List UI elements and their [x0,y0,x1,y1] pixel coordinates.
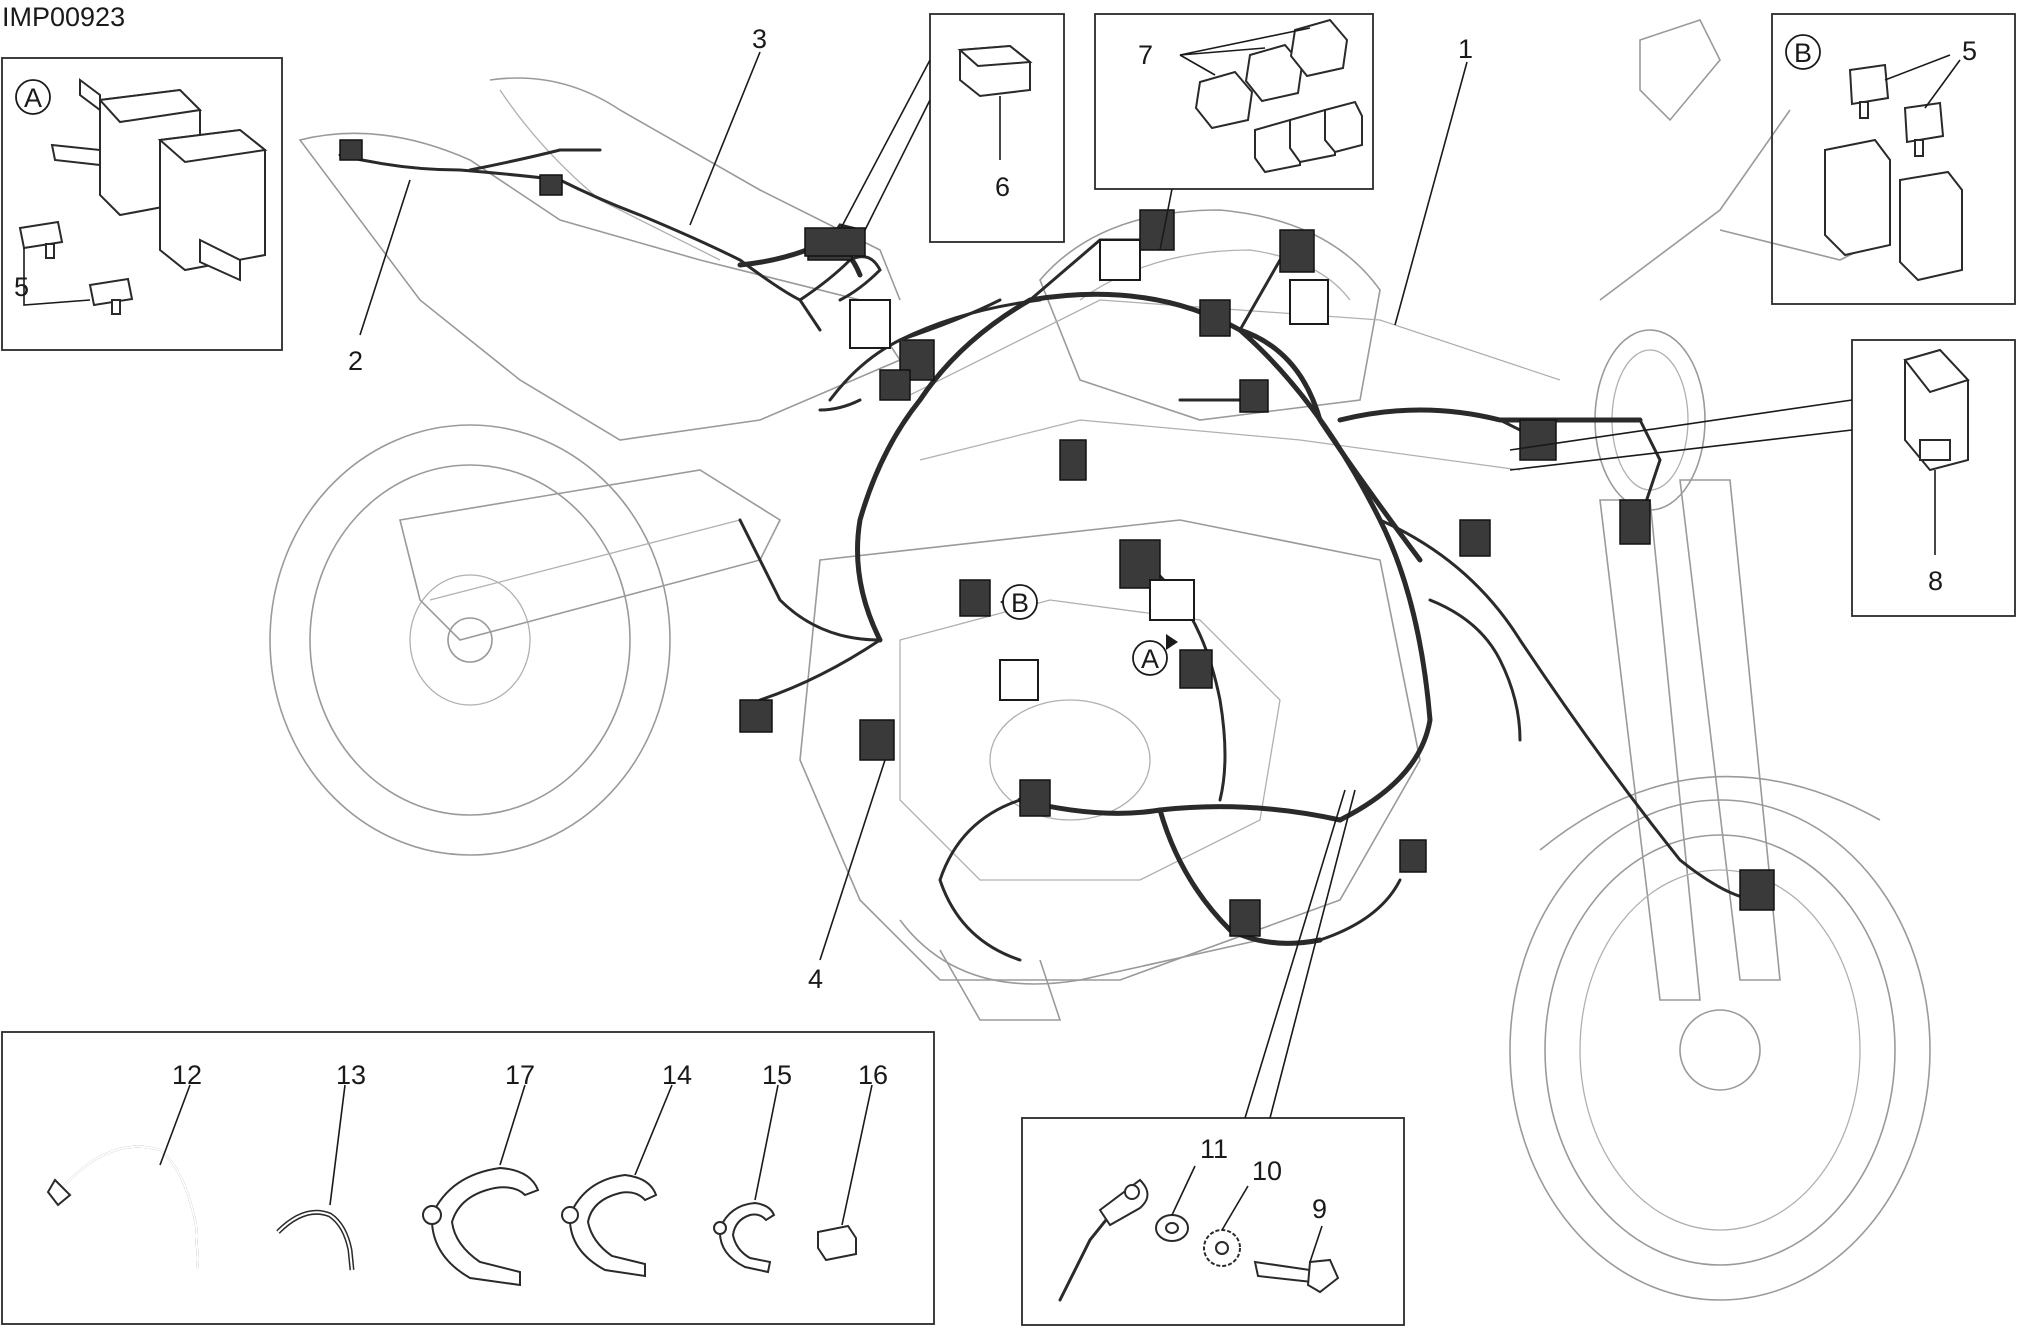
rear-sub-harness [338,139,1002,412]
callout-2: 2 [348,346,363,376]
callout-14: 14 [662,1060,692,1090]
callout-5-b: 5 [1962,36,1977,66]
main-callouts: 1 2 3 4 [348,24,1473,994]
callout-12: 12 [172,1060,202,1090]
detail-box-7: 7 [1094,13,1374,251]
marker-a: A [1141,644,1159,674]
callout-7: 7 [1138,40,1153,70]
callout-11: 11 [1200,1134,1228,1164]
detail-b-letter: B [1794,38,1812,68]
callout-6: 6 [995,172,1010,202]
detail-box-8: 8 [1509,339,2016,617]
detail-box-b: B 5 [1771,13,2016,305]
callout-8: 8 [1928,566,1943,596]
callout-15: 15 [762,1060,792,1090]
drawing-code: IMP00923 [2,2,125,32]
detail-a-letter: A [24,83,42,113]
callout-10: 10 [1252,1156,1282,1186]
callout-9: 9 [1312,1194,1327,1224]
motorcycle-outline [269,19,1931,1301]
callout-16: 16 [858,1060,888,1090]
harness-connectors [739,209,1775,937]
callout-4: 4 [808,964,823,994]
callout-1: 1 [1458,34,1473,64]
callout-13: 13 [336,1060,366,1090]
callout-5-a: 5 [14,272,29,302]
inline-markers: B A [1000,584,1178,676]
detail-box-a: A 5 [1,57,283,351]
detail-box-9-11: 11 10 9 [1021,789,1405,1326]
callout-3: 3 [752,24,767,54]
marker-b: B [1011,588,1029,618]
detail-box-6: 6 [804,13,1065,257]
callout-17: 17 [505,1060,535,1090]
main-wiring-harness [738,238,1762,962]
detail-box-12-17: 12 13 17 14 15 16 [1,1031,935,1325]
